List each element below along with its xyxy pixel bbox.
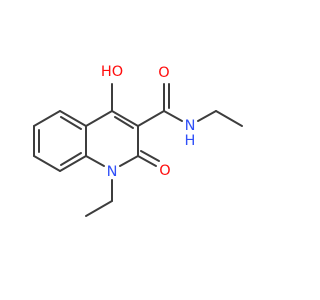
amide-hydrogen-label: H [185,133,196,149]
bond-layer [33,83,243,217]
hydroxyl-label: HO [101,64,123,80]
molecule-canvas: HO O N O N H [33,64,243,217]
bond [60,152,82,166]
bond [85,110,113,127]
bond [85,155,105,167]
atom-label-layer: HO O N O N H [101,64,196,180]
bond [197,110,217,122]
bond [33,110,61,127]
amide-carbonyl-oxygen-label: O [158,65,169,81]
bond [85,200,113,217]
bond [33,155,61,172]
ring-carbonyl-oxygen-label: O [159,163,170,179]
bond [119,155,139,167]
bond [140,150,160,162]
bond [59,110,87,127]
bond [137,110,165,127]
bond [114,116,134,129]
bond [111,110,139,127]
bond [137,155,157,167]
bond [163,110,183,122]
bond [215,110,243,127]
bond [60,116,82,130]
bond [59,155,87,172]
ring-nitrogen-label: N [107,164,118,180]
molecule-diagram: HO O N O N H [33,64,243,217]
amide-nitrogen-label: N [185,118,196,134]
